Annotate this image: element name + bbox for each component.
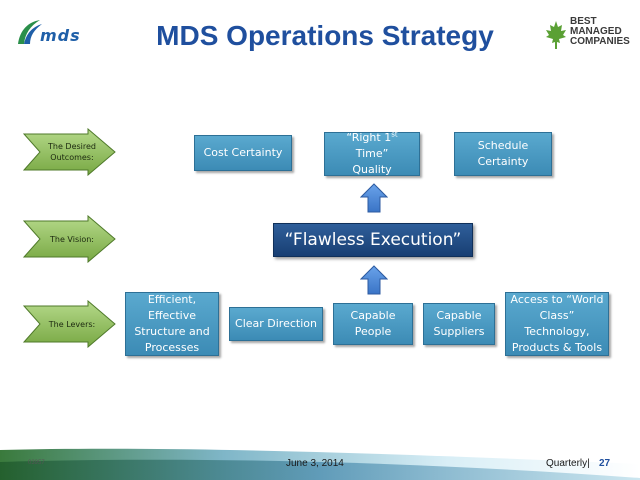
box-right-first-time-quality: “Right 1st Time” Quality xyxy=(324,131,420,176)
footer-code: 03957 xyxy=(28,460,45,466)
chevron-vision: The Vision: xyxy=(22,215,118,263)
footer-wave-graphic xyxy=(0,448,640,480)
footer-bar: 03957 June 3, 2014 Quarterly| 27 xyxy=(0,444,640,480)
green-chevron-shape xyxy=(22,128,116,176)
maple-leaf-icon xyxy=(546,21,566,49)
mds-logo-text: mds xyxy=(40,26,81,45)
footer-quarterly: Quarterly| xyxy=(546,458,590,469)
footer-date: June 3, 2014 xyxy=(286,458,344,469)
box-world-class-access: Access to “World Class” Technology, Prod… xyxy=(505,292,609,356)
mds-logo: mds xyxy=(14,16,104,52)
green-chevron-shape xyxy=(22,215,116,263)
mds-swoosh-icon xyxy=(18,20,42,44)
green-chevron-shape xyxy=(22,300,116,348)
page-number: 27 xyxy=(599,458,611,469)
box-flawless-execution: “Flawless Execution” xyxy=(273,223,473,257)
up-arrow-icon xyxy=(360,265,388,295)
box-cost-certainty: Cost Certainty xyxy=(194,135,292,171)
box-efficient-structure: Efficient, Effective Structure and Proce… xyxy=(125,292,219,356)
chevron-levers: The Levers: xyxy=(22,300,118,348)
box-clear-direction: Clear Direction xyxy=(229,307,323,341)
best-managed-logo: BEST MANAGED COMPANIES xyxy=(544,16,634,56)
page-title: MDS Operations Strategy xyxy=(156,20,494,51)
up-arrow-icon xyxy=(360,183,388,213)
best-managed-text: BEST MANAGED COMPANIES xyxy=(570,16,630,47)
